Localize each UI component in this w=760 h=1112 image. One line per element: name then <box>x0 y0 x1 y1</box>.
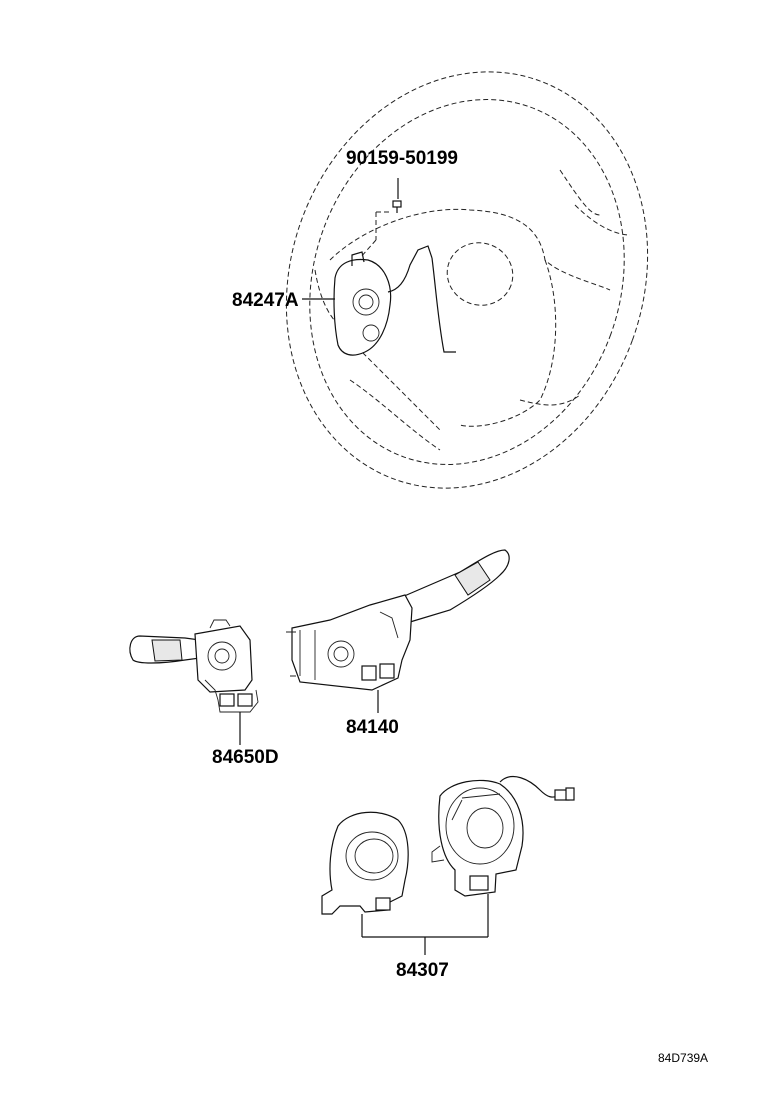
label-bolt[interactable]: 90159-50199 <box>346 148 458 169</box>
wiper-switch-part[interactable] <box>129 619 259 713</box>
steering-wheel-outline <box>285 71 649 489</box>
turn-signal-switch-part[interactable] <box>286 549 510 691</box>
label-wiper-switch[interactable]: 84650D <box>212 747 279 768</box>
label-turn-signal-switch[interactable]: 84140 <box>346 717 399 738</box>
label-steering-switch[interactable]: 84247A <box>232 290 299 311</box>
bolt-part[interactable] <box>392 200 402 213</box>
spiral-cable-right-part[interactable] <box>431 776 575 897</box>
diagram-code: 84D739A <box>658 1051 708 1065</box>
spiral-cable-leader-bracket <box>361 894 489 955</box>
spiral-cable-left-part[interactable] <box>321 811 409 915</box>
label-spiral-cable[interactable]: 84307 <box>396 960 449 981</box>
steering-pad-switch-part[interactable] <box>333 245 456 356</box>
